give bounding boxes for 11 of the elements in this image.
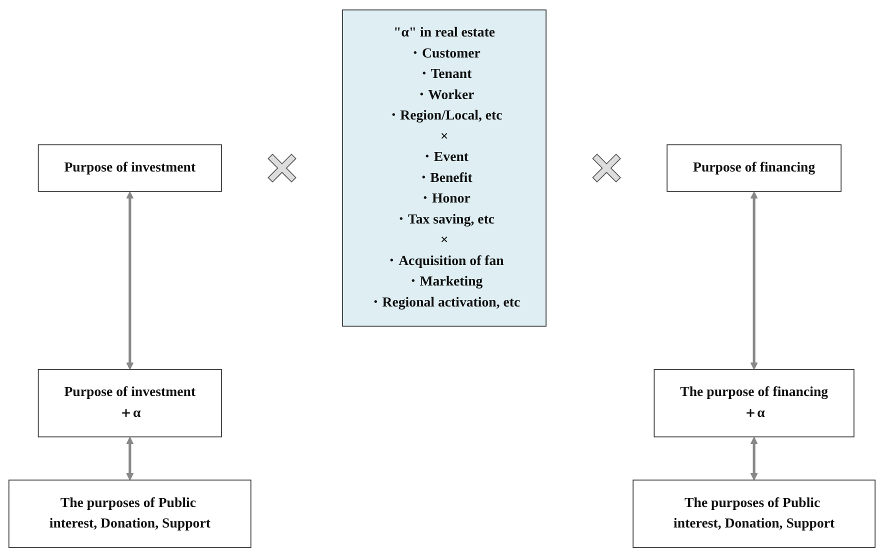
double-arrow — [750, 191, 758, 370]
text-box: The purposes of Public interest, Donation, Support — [632, 479, 876, 548]
double-arrow — [750, 436, 758, 480]
double-arrow — [126, 191, 134, 370]
text-box: The purpose of financing ＋α — [654, 368, 854, 438]
text-box: Purpose of financing — [666, 144, 842, 192]
double-arrow — [126, 436, 134, 480]
text-box: The purposes of Public interest, Donation, Support — [8, 479, 252, 548]
text-box: Purpose of investment — [38, 144, 222, 192]
text-box: Purpose of investment ＋α — [38, 368, 222, 438]
list-panel: "α" in real estate ・Customer ・Tenant ・Worker ・Region/Local, etc × ・Event ・Benefit ・Honor ・Tax saving, etc × ・Acquisition of fan ・Marketing ・Regional activation, etc — [342, 9, 547, 326]
